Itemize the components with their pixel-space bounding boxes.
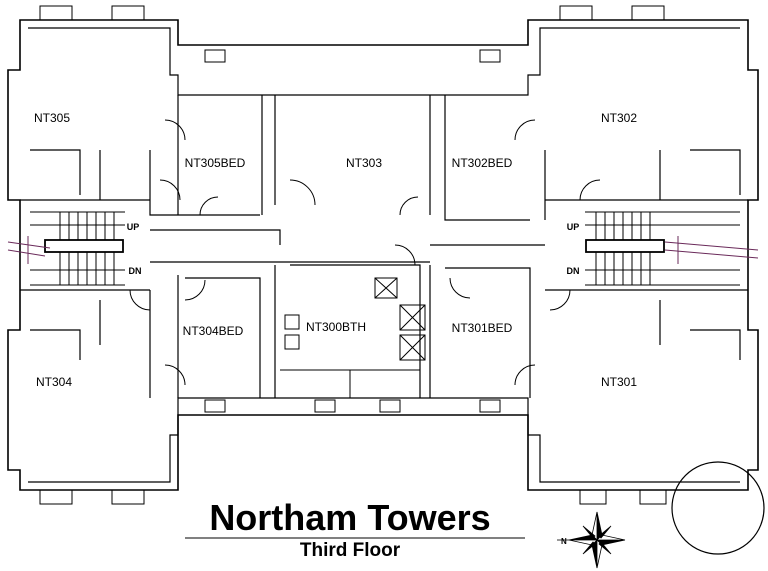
room-label-nt300bth: NT300BTH bbox=[305, 320, 367, 334]
room-label-nt304: NT304 bbox=[35, 375, 73, 389]
room-label-nt303: NT303 bbox=[345, 156, 383, 170]
plan-subtitle: Third Floor bbox=[299, 540, 401, 561]
stair-up-label-right: UP bbox=[566, 222, 580, 232]
room-label-nt304bed: NT304BED bbox=[182, 324, 244, 338]
stair-up-label-left: UP bbox=[126, 222, 140, 232]
building-outline bbox=[7, 19, 759, 491]
room-label-nt301bed: NT301BED bbox=[451, 321, 513, 335]
stair-right bbox=[585, 211, 759, 286]
room-label-nt301: NT301 bbox=[600, 375, 638, 389]
room-label-nt305bed: NT305BED bbox=[184, 156, 246, 170]
compass-north-label: N bbox=[561, 537, 567, 546]
shafts bbox=[280, 277, 426, 398]
stair-down-label-right: DN bbox=[566, 266, 580, 276]
plan-title: Northam Towers bbox=[209, 497, 491, 538]
compass-rose-icon bbox=[557, 511, 626, 569]
room-label-nt302: NT302 bbox=[600, 111, 638, 125]
windows bbox=[39, 5, 667, 505]
room-label-nt302bed: NT302BED bbox=[451, 156, 513, 170]
stair-left bbox=[7, 211, 125, 286]
stair-down-label-left: DN bbox=[128, 266, 142, 276]
entrance-rotunda bbox=[671, 461, 765, 555]
room-label-nt305: NT305 bbox=[33, 111, 71, 125]
